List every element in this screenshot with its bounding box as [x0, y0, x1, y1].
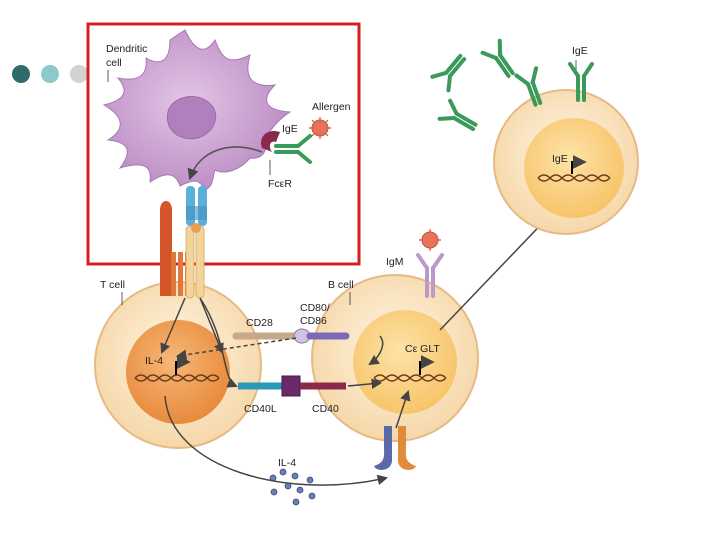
label-igm: IgM — [386, 256, 404, 268]
free-ige-antibodies — [430, 38, 543, 131]
label-ige-dc: IgE — [282, 123, 298, 135]
ige-plasma-cell — [493, 89, 639, 235]
signal-arrows — [160, 186, 578, 486]
igm-receptor — [416, 253, 444, 298]
b-dna-strand-2 — [373, 374, 447, 382]
internalization-arrow — [187, 146, 263, 181]
ige-on-dc — [274, 134, 312, 164]
label-t-cell: T cell — [100, 279, 125, 291]
label-cd40l: CD40L — [244, 403, 277, 415]
label-ce-glt: Cε GLT — [405, 343, 440, 355]
label-ige-nucleus: IgE — [552, 153, 568, 165]
tcr-complex — [171, 223, 205, 299]
label-dendritic-1: Dendritic — [106, 43, 147, 55]
mhc-molecule — [186, 186, 207, 226]
dendritic-nucleus — [166, 96, 217, 140]
label-cd80-1: CD80/ — [300, 302, 330, 314]
bullet-dot-grey — [70, 65, 88, 83]
allergen-b — [419, 229, 441, 251]
t-dna-strand-1 — [134, 374, 220, 382]
label-cd40: CD40 — [312, 403, 339, 415]
cd28-cd80-pair — [232, 328, 350, 344]
b-cell-nucleus — [353, 310, 457, 414]
il4-molecules — [269, 468, 316, 506]
membrane-ige — [568, 62, 594, 102]
fcer-receptor — [261, 130, 280, 152]
label-cd80-2: CD86 — [300, 315, 327, 327]
bullet-dot-dark — [12, 65, 30, 83]
label-dendritic-2: cell — [106, 57, 122, 69]
label-il4-nucleus: IL-4 — [145, 355, 163, 367]
highlight-box — [86, 22, 361, 266]
slide-bullets — [12, 65, 88, 83]
t-promoter-arrow — [175, 355, 191, 375]
dendritic-cell — [102, 29, 331, 226]
bullet-dot-light — [41, 65, 59, 83]
cd40l-cd40-pair — [238, 375, 346, 397]
b-promoter-arrow — [419, 355, 435, 375]
allergen-dc — [309, 117, 331, 139]
label-fcer: FcεR — [268, 178, 292, 190]
tcr-red — [160, 201, 172, 296]
label-allergen: Allergen — [312, 101, 351, 113]
label-cd28: CD28 — [246, 317, 273, 329]
label-ige-top: IgE — [572, 45, 588, 57]
t-cell — [94, 201, 262, 449]
il4-receptor — [374, 426, 416, 470]
label-il4-secreted: IL-4 — [278, 457, 296, 469]
t-cell-nucleus — [126, 320, 230, 424]
label-b-cell: B cell — [328, 279, 354, 291]
